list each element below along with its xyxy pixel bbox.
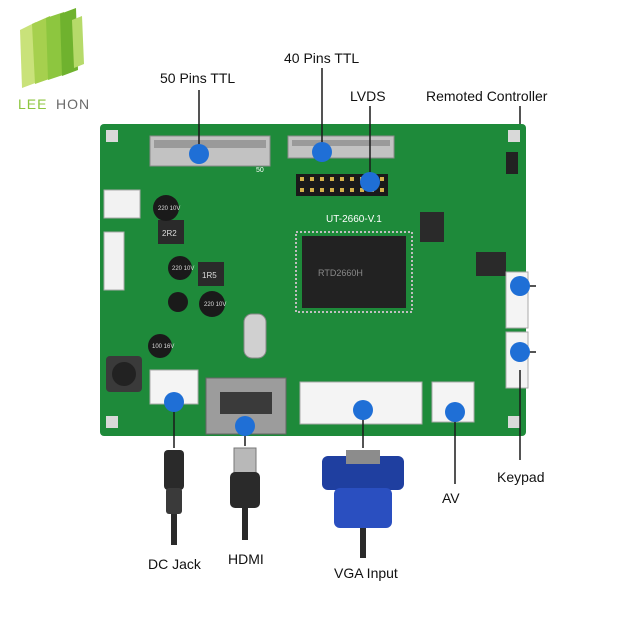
connector-side-left — [103, 231, 125, 291]
label-remote-controller: Remoted Controller — [426, 88, 548, 104]
silk-50: 50 — [256, 167, 264, 174]
leehon-logo: LEE HON — [10, 8, 110, 118]
label-50-pins-ttl: 50 Pins TTL — [160, 70, 236, 86]
logo-text-left: LEE — [18, 96, 48, 112]
cap-label: 100 16V — [152, 344, 174, 350]
cap-label: 220 10V — [158, 206, 180, 212]
cap-label: 220 10V — [172, 266, 194, 272]
marker-40-pins — [312, 142, 332, 162]
inductor-1r5 — [198, 262, 224, 286]
chip-text: RTD2660H — [318, 268, 363, 278]
marker-50-pins — [189, 144, 209, 164]
label-40-pins-ttl: 40 Pins TTL — [284, 50, 360, 66]
label-av: AV — [442, 490, 460, 506]
marker-keypad-top — [510, 276, 530, 296]
vga-cable — [322, 450, 404, 558]
inductor-label: 2R2 — [162, 229, 177, 238]
label-keypad: Keypad — [497, 469, 545, 485]
silk-model: UT-2660-V.1 — [326, 214, 382, 225]
marker-hdmi — [235, 416, 255, 436]
marker-lvds — [360, 172, 380, 192]
leader-lines — [173, 68, 536, 484]
ir-receiver — [506, 152, 518, 174]
label-dc-jack: DC Jack — [148, 556, 201, 572]
connector-small-left — [103, 189, 141, 219]
marker-vga — [353, 400, 373, 420]
markers — [164, 142, 530, 436]
marker-dc — [164, 392, 184, 412]
component-right — [420, 212, 444, 242]
label-hdmi: HDMI — [228, 551, 264, 567]
inductor-label: 1R5 — [202, 271, 217, 280]
mounting-holes — [106, 130, 520, 428]
inductor-2r2 — [158, 220, 184, 244]
hdmi-cable — [230, 447, 260, 540]
component-right — [476, 252, 506, 276]
main-chip — [302, 236, 406, 308]
leaf-logo-icon — [20, 8, 84, 88]
dc-jack-cable — [164, 450, 184, 545]
logo-text-right: HON — [56, 96, 91, 112]
connector-40-pin — [287, 135, 395, 159]
cap-label: 220 10V — [204, 302, 226, 308]
label-lvds: LVDS — [350, 88, 386, 104]
marker-av — [445, 402, 465, 422]
label-vga-input: VGA Input — [334, 565, 398, 581]
marker-keypad-bottom — [510, 342, 530, 362]
crystal — [243, 313, 267, 359]
capacitors: 220 10V 220 10V 220 10V 100 16V — [148, 195, 226, 358]
